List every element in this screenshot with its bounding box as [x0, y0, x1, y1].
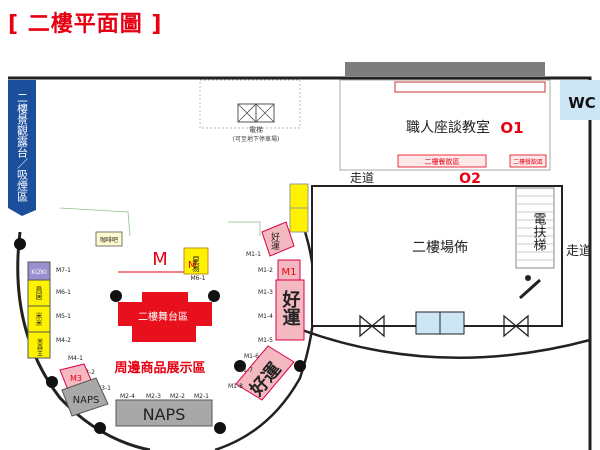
- guide-line: [228, 221, 261, 236]
- guide-line: [59, 207, 131, 237]
- good-luck-small-label: 好運: [269, 231, 280, 250]
- cafe-label: 咖啡吧: [100, 236, 118, 244]
- booth-code: M5-1: [56, 313, 71, 320]
- escalator-label: 電扶梯: [531, 212, 547, 251]
- m6-1-right-label: M6-1: [191, 275, 206, 282]
- booth-code: M6-1: [56, 289, 71, 296]
- booth-code: M1-4: [258, 313, 273, 320]
- seminar-stage-bar: [394, 81, 546, 93]
- good-luck-big-booth: [235, 345, 295, 401]
- dining-right-label: 二樓餐飲區: [513, 158, 543, 166]
- curved-wall: [16, 231, 151, 450]
- dining-right-box: [509, 154, 547, 168]
- viewing-deck-label: 二樓景觀露台／吸煙區: [16, 92, 29, 202]
- cafe-box: [95, 231, 123, 247]
- booth-code: M1-8: [228, 383, 243, 390]
- booth-code: M1-6: [244, 353, 259, 360]
- booth-code: M2-3: [146, 393, 161, 400]
- booth-code: M4-2: [56, 337, 71, 344]
- naps-big-label: NAPS: [143, 405, 186, 424]
- star-booth: [183, 247, 209, 275]
- m-small-label: M: [188, 260, 197, 271]
- lower-right-curve: [301, 328, 591, 360]
- booth-code: M1-5: [258, 337, 273, 344]
- dining-left-box: [397, 154, 487, 168]
- elevator-note: (可至地下停車場): [233, 135, 280, 143]
- good-luck-small-booth: [261, 221, 295, 257]
- wc-label: WC: [568, 94, 596, 112]
- yellow-box: [289, 183, 309, 209]
- yellow-box: [289, 207, 309, 233]
- m1-label: M1: [282, 267, 297, 278]
- merch-area-label: 周邊商品展示區: [114, 360, 205, 376]
- window-right: [439, 311, 465, 335]
- elevator-box: [255, 103, 275, 123]
- pillar: [14, 238, 306, 434]
- booth-code: M3-1: [96, 385, 111, 392]
- booth-code: M2-1: [194, 393, 209, 400]
- corridor-right-label: 走道: [566, 244, 592, 259]
- m3-label: M3: [70, 374, 82, 383]
- booth-code: M1-3: [258, 289, 273, 296]
- escalator-stripes: [516, 195, 554, 261]
- wc-box: [560, 80, 600, 120]
- left-booth-label: 米森主: [36, 337, 43, 356]
- viewing-deck-panel: [8, 80, 36, 216]
- top-dark-bar: [345, 62, 545, 76]
- booth-code: M2-2: [170, 393, 185, 400]
- good-luck-big-label: 好運: [280, 289, 302, 326]
- booth-code: M1-7: [238, 367, 253, 374]
- booth-code: M2-4: [120, 393, 135, 400]
- elevator-label: 電梯: [249, 125, 263, 134]
- star-fortune-label: 星易: [192, 256, 201, 273]
- left-booth: [27, 331, 51, 359]
- venue-hall: [311, 185, 563, 327]
- page-title: [ 二樓平面圖 ]: [8, 12, 163, 37]
- good-luck-big-booth: [275, 279, 305, 341]
- naps-small-booth: [61, 377, 109, 417]
- o1-label: O1: [500, 119, 523, 137]
- elevator-hatch: [199, 79, 301, 129]
- booth-code: M1-2: [258, 267, 273, 274]
- seminar-room: [339, 79, 551, 171]
- outer-wall: [8, 76, 592, 450]
- inner-curve-wall: [214, 211, 316, 450]
- left-booth-label: 米米: [35, 311, 43, 327]
- o2-label: O2: [459, 171, 481, 187]
- booth-code: M1-1: [246, 251, 261, 258]
- elevator-x: [237, 103, 275, 123]
- m-main-label: M: [152, 249, 168, 270]
- naps-small-label: NAPS: [73, 395, 100, 406]
- left-booth-label: 鳥居: [35, 285, 43, 301]
- booth-code: M4-1: [68, 355, 83, 362]
- window-left: [415, 311, 441, 335]
- dining-left-label: 二樓餐飲區: [425, 157, 460, 166]
- escalator-icon: [518, 275, 542, 300]
- seminar-room-label: 職人座談教室: [406, 119, 490, 136]
- naps-big-booth: [115, 399, 213, 427]
- corridor-top-label: 走道: [350, 171, 374, 185]
- kizki-label: KIZKI: [31, 269, 47, 276]
- booth-code: M7-1: [56, 267, 71, 274]
- venue-hall-label: 二樓場佈: [412, 239, 468, 256]
- stage: [118, 292, 212, 342]
- stage-label: 二樓舞台區: [138, 310, 188, 323]
